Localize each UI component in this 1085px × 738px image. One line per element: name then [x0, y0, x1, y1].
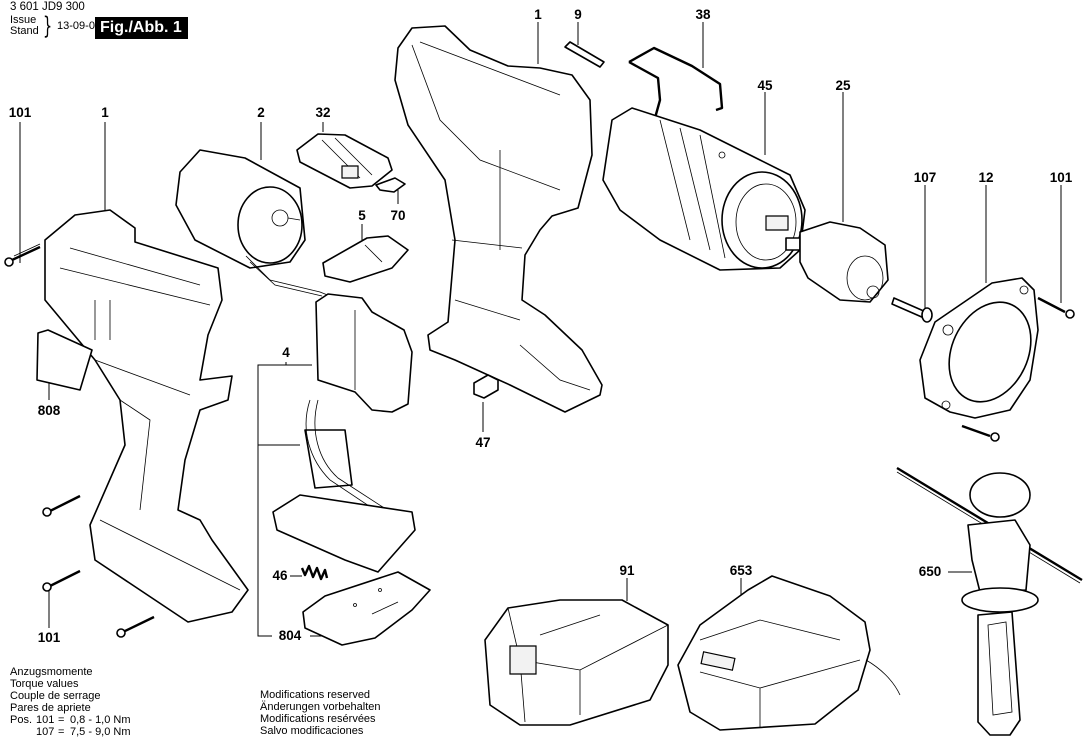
- auxiliary-handle: [897, 468, 1082, 735]
- nameplate: [565, 42, 604, 67]
- callout-650: 650: [918, 564, 942, 579]
- callout-12: 12: [978, 170, 994, 185]
- torque-pos: 107: [36, 726, 55, 738]
- torque-range: 7,5 - 9,0 Nm: [70, 726, 131, 738]
- torque-heading-fr: Couple de serrage: [10, 690, 101, 702]
- document-number: 3 601 JD9 300: [10, 1, 85, 13]
- issue-date: 13-09-09: [57, 20, 102, 32]
- figure-label: Fig./Abb. 1: [95, 17, 188, 39]
- screw-101-ring: [962, 426, 999, 441]
- keyless-chuck: [786, 222, 888, 302]
- modification-note-en: Modifications reserved: [260, 689, 371, 701]
- torque-pos: 101: [36, 714, 55, 726]
- modification-note-fr: Modifications resérvées: [260, 713, 376, 725]
- screw-101-bottom: [117, 617, 154, 637]
- callout-101: 101: [37, 630, 61, 645]
- callout-32: 32: [315, 105, 331, 120]
- torque-row: 107 = 7,5 - 9,0 Nm: [10, 726, 131, 738]
- issue-labels: Issue Stand: [10, 15, 39, 37]
- modification-note-de: Änderungen vorbehalten: [260, 701, 381, 713]
- callout-653: 653: [729, 563, 753, 578]
- equals-sign: =: [58, 726, 65, 738]
- callout-101: 101: [8, 105, 32, 120]
- torque-notes: Anzugsmomente Torque values Couple de se…: [10, 666, 131, 738]
- screw-107: [892, 298, 932, 322]
- callout-9: 9: [574, 7, 582, 22]
- screw-101-mid-left: [43, 496, 80, 516]
- direction-slider: [323, 236, 408, 282]
- callout-70: 70: [390, 208, 406, 223]
- callout-2: 2: [257, 105, 265, 120]
- callout-38: 38: [695, 7, 711, 22]
- label-808: [37, 330, 92, 390]
- retaining-clip: [376, 178, 405, 192]
- callout-46: 46: [272, 568, 288, 583]
- issue-label: Issue: [10, 14, 37, 26]
- callout-804: 804: [278, 628, 302, 643]
- modification-note-es: Salvo modificaciones: [260, 725, 364, 737]
- callout-45: 45: [757, 78, 773, 93]
- torque-range: 0,8 - 1,0 Nm: [70, 714, 131, 726]
- planetary-gearbox: [603, 108, 805, 270]
- leader-4-bracket: [258, 362, 286, 636]
- pos-label: Pos.: [10, 714, 33, 726]
- callout-808: 808: [37, 403, 61, 418]
- switch-assembly: [273, 294, 415, 572]
- housing-half-left: [45, 210, 248, 622]
- compression-spring: [302, 566, 327, 579]
- modification-notes: Modifications reserved Änderungen vorbeh…: [260, 689, 380, 737]
- screw-101-right: [1038, 298, 1074, 318]
- callout-47: 47: [475, 435, 491, 450]
- callout-1: 1: [534, 7, 542, 22]
- battery-pack: [485, 600, 668, 725]
- callout-107: 107: [913, 170, 937, 185]
- screw-101-top-left: [5, 244, 40, 266]
- belt-clip: [297, 134, 392, 188]
- callout-91: 91: [619, 563, 635, 578]
- dc-motor: [176, 150, 350, 320]
- housing-half-right: [395, 26, 602, 412]
- battery-charger: [678, 576, 900, 730]
- rubber-pad: [474, 375, 498, 398]
- brace-icon: }: [42, 12, 52, 40]
- equals-sign: =: [58, 714, 65, 726]
- battery-contact-plate: [303, 572, 430, 645]
- torque-heading-de: Anzugsmomente: [10, 666, 93, 678]
- callout-101: 101: [1049, 170, 1073, 185]
- issue-block: Issue Stand } 13-09-09: [10, 12, 102, 40]
- callout-25: 25: [835, 78, 851, 93]
- gear-housing-ring: [920, 278, 1046, 418]
- screw-101-lower-left: [43, 571, 80, 591]
- callout-1: 1: [101, 105, 109, 120]
- stand-label: Stand: [10, 25, 39, 37]
- torque-heading-es: Pares de apriete: [10, 702, 91, 714]
- torque-row: Pos. 101 = 0,8 - 1,0 Nm: [10, 714, 131, 726]
- torque-heading-en: Torque values: [10, 678, 79, 690]
- callout-4: 4: [282, 345, 290, 360]
- callout-5: 5: [358, 208, 366, 223]
